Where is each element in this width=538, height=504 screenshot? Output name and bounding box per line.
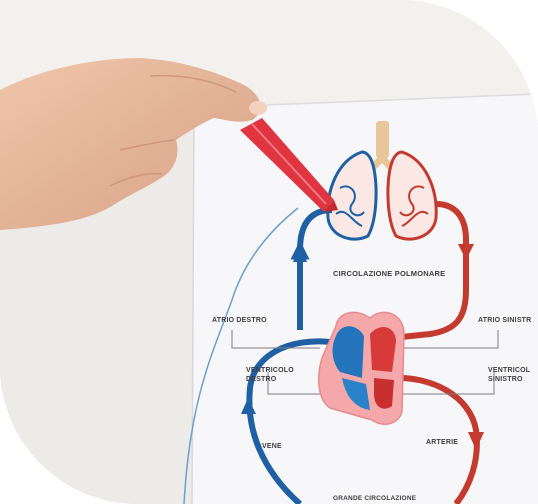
thumbnail	[249, 101, 267, 115]
label-left-atrium: ATRIO SINISTR	[478, 317, 531, 324]
label-veins: VENE	[262, 443, 282, 450]
label-right-ventricle-1: VENTRICOLO	[246, 367, 294, 374]
label-left-ventricle-2: SINISTRO	[488, 376, 523, 383]
label-pulmonary: CIRCOLAZIONE POLMONARE	[333, 269, 445, 278]
label-systemic: GRANDE CIRCOLAZIONE	[333, 495, 417, 502]
label-right-atrium: ATRIO DESTRO	[212, 317, 267, 324]
label-arteries: ARTERIE	[426, 439, 458, 446]
label-left-ventricle-1: VENTRICOL	[488, 367, 531, 374]
label-right-ventricle-2: DESTRO	[246, 376, 277, 383]
